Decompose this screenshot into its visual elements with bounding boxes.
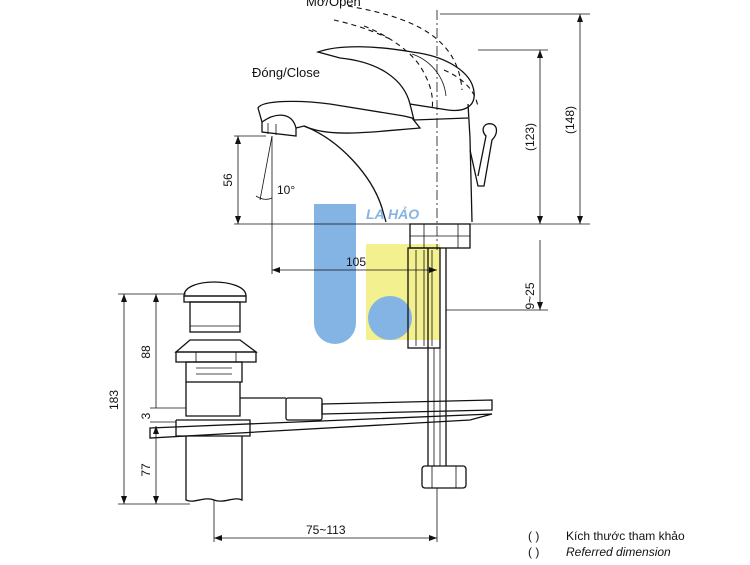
angle-arc (255, 195, 273, 200)
tailpiece (185, 436, 243, 502)
drain-washer (174, 339, 258, 353)
dim-56-value: 56 (221, 173, 235, 187)
drain-body-upper (189, 301, 241, 333)
side-knob (469, 123, 498, 187)
pivot-rod-upper (321, 399, 493, 415)
label-open: Mở/Open (306, 0, 361, 9)
lever-open-3 (443, 69, 479, 109)
label-close: Đóng/Close (252, 65, 320, 80)
dim-77-value: 77 (139, 463, 153, 477)
dim-75-113-value: 75~113 (306, 523, 346, 537)
lever-open-2 (363, 25, 434, 111)
dim-105-value: 105 (346, 255, 366, 269)
drain-collar (176, 419, 251, 437)
drain-tee (185, 382, 286, 417)
watermark-blue-top (314, 204, 356, 274)
spout-outline (257, 100, 422, 134)
label-angle: 10° (277, 183, 295, 197)
dimension-lines (118, 13, 590, 542)
dim-183-value: 183 (107, 390, 121, 410)
dim-88-arrow (153, 294, 159, 302)
legend-en: Referred dimension (566, 545, 671, 559)
body-top (409, 103, 469, 121)
legend: ( ) Kích thước tham khảo ( ) Referred di… (528, 529, 685, 559)
dim-77-arrows (153, 426, 159, 504)
dim-9-25-arrow (537, 302, 543, 310)
dim-9-25-value: 9~25 (523, 282, 537, 309)
dim-88-value: 88 (139, 345, 153, 359)
drain-nut (175, 351, 257, 363)
legend-brackets-1: ( ) (528, 529, 539, 543)
drain-flange (183, 295, 247, 303)
popup-drain (149, 281, 493, 502)
watermark-blue-dot (368, 296, 412, 340)
legend-vi: Kích thước tham khảo (566, 529, 685, 543)
threaded-shank (407, 247, 441, 349)
drain-thread (185, 361, 243, 383)
text-labels: Mở/Open Đóng/Close 10° (148) (123) 56 10… (107, 0, 577, 537)
spout-tip (261, 122, 297, 137)
faucet-body (234, 5, 590, 489)
watermark-text: LA HẢO (366, 206, 419, 222)
lever-closed (315, 46, 475, 112)
body-back (467, 103, 473, 223)
legend-brackets-2: ( ) (528, 545, 539, 559)
watermark-logo: LA HẢO (314, 204, 440, 344)
dim-3-value: 3 (139, 412, 153, 419)
dim-123-value: (123) (523, 123, 537, 151)
lever-open-4 (333, 19, 393, 41)
drain-cap (183, 281, 247, 297)
body-front-curve (303, 125, 387, 223)
bottom-connector (421, 465, 467, 489)
dim-148-value: (148) (563, 106, 577, 134)
angle-line (259, 135, 273, 201)
pivot-rod-lower (149, 413, 493, 439)
lever-edge (411, 53, 447, 97)
lever-open-1 (347, 5, 463, 91)
pivot-nut (285, 397, 323, 421)
